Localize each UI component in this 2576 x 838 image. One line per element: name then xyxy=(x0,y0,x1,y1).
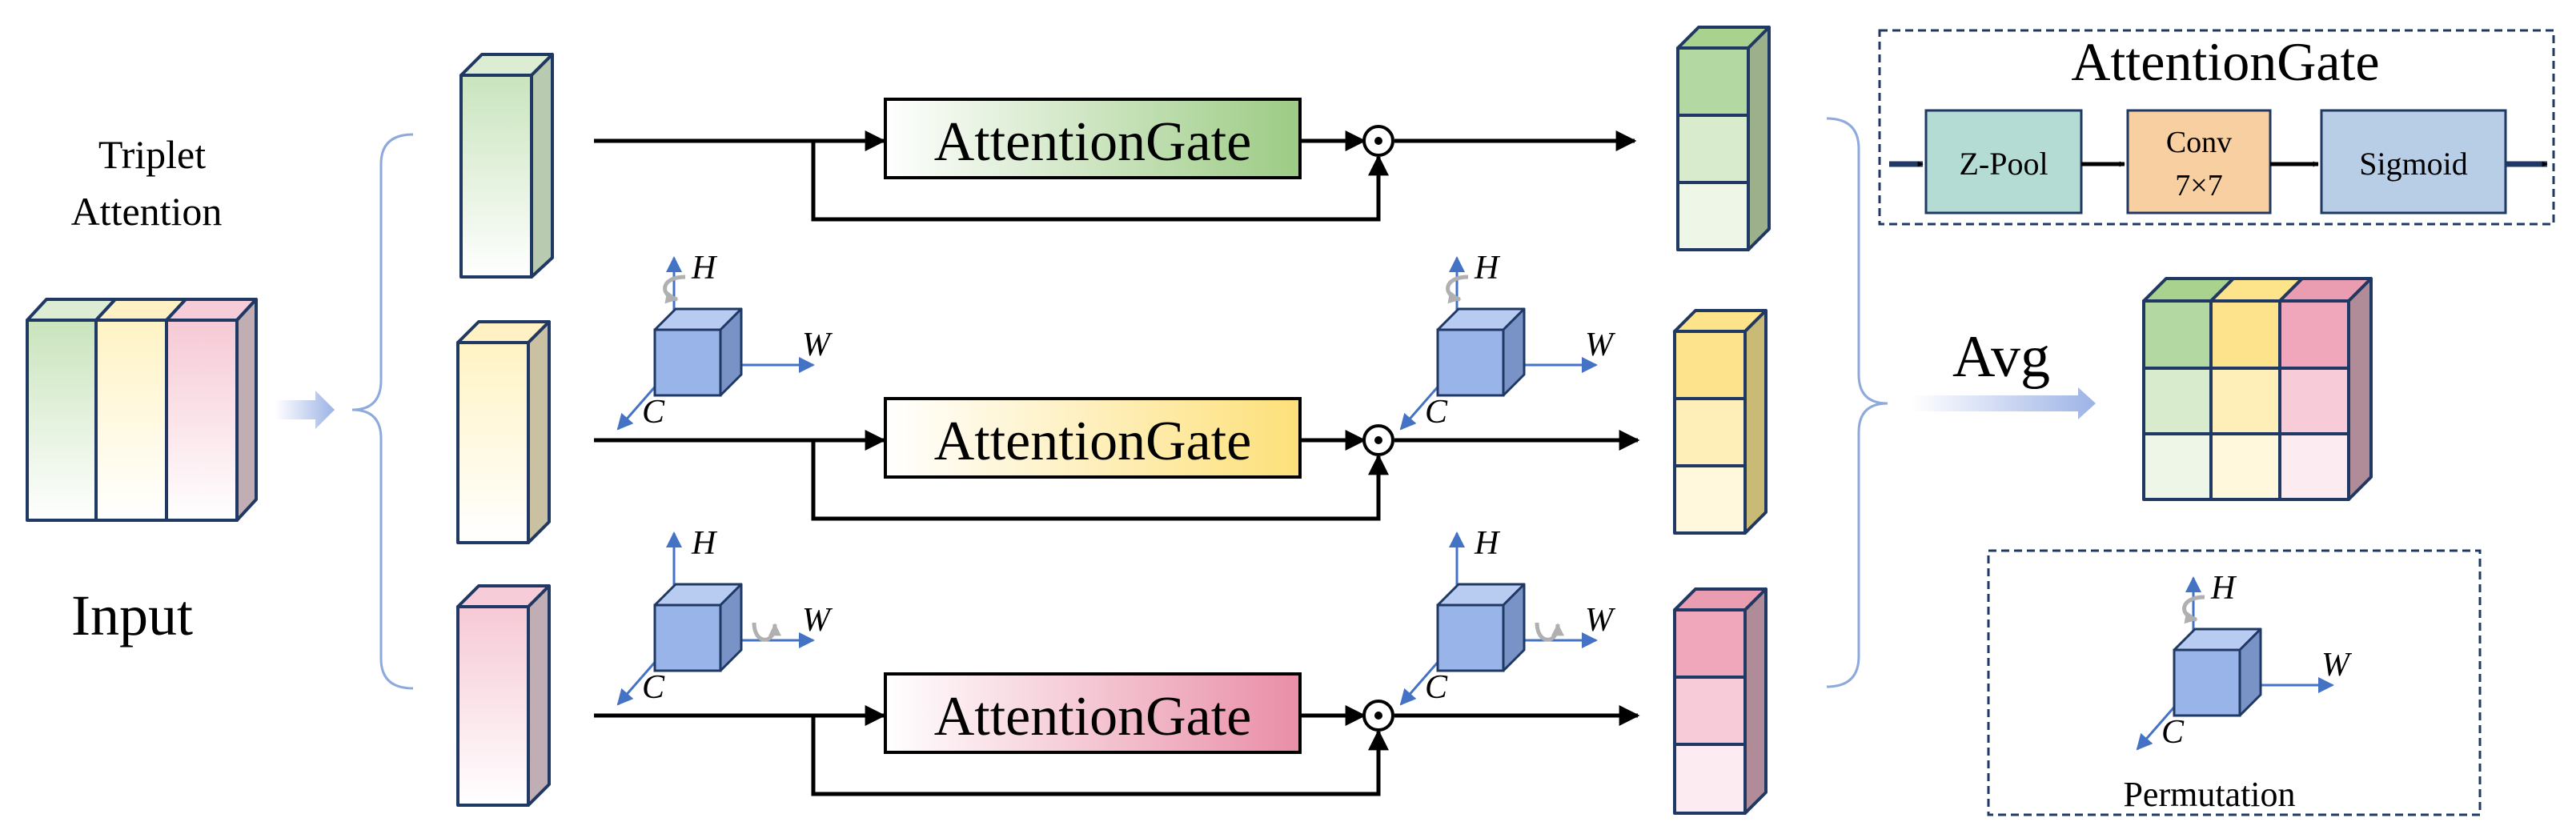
h-axis-label: H xyxy=(691,525,718,562)
h-axis-label: H xyxy=(2210,570,2237,607)
permutation-cubes: H W C H W C H W C H W C H W C xyxy=(616,250,2353,751)
sigmoid-block xyxy=(2320,109,2507,215)
input-tensor xyxy=(26,298,258,522)
rotation-icon xyxy=(752,622,781,642)
branch2-flow xyxy=(594,430,1640,521)
legend-cube: H W C xyxy=(2136,570,2353,751)
branch3-gate-label: AttentionGate xyxy=(934,686,1252,748)
branch2-gate-label: AttentionGate xyxy=(934,411,1252,472)
h-axis-label: H xyxy=(1474,250,1501,287)
branch2-input-tensor xyxy=(456,320,551,544)
branch3-attention-gate: AttentionGate xyxy=(884,672,1302,754)
branch1-output-tensor xyxy=(1676,26,1771,251)
averaged-output-tensor xyxy=(2142,277,2373,501)
w-axis-label: W xyxy=(1585,327,1616,363)
branch1-gate-label: AttentionGate xyxy=(934,111,1252,173)
c-axis-label: C xyxy=(1425,669,1448,706)
c-axis-label: C xyxy=(1425,394,1448,431)
rotation-icon xyxy=(2182,595,2205,624)
permutation-label: Permutation xyxy=(2123,775,2295,814)
branch3-output-tensor xyxy=(1673,587,1767,815)
h-axis-label: H xyxy=(691,250,718,287)
c-axis-label: C xyxy=(2161,714,2185,751)
multiply-icon-branch2 xyxy=(1362,424,1394,456)
w-axis-label: W xyxy=(1585,602,1616,639)
attention-gate-legend: AttentionGate Z-Pool Conv 7×7 Sigmoid xyxy=(1878,29,2555,226)
branch2-attention-gate: AttentionGate xyxy=(884,397,1302,479)
triplet-label-line1: Triplet xyxy=(98,132,206,177)
avg-arrow xyxy=(1912,387,2096,419)
w-axis-label: W xyxy=(802,327,833,363)
avg-label: Avg xyxy=(1952,324,2050,390)
branch1-flow xyxy=(594,130,1637,222)
permutation-legend: Permutation xyxy=(1987,549,2482,816)
c-axis-label: C xyxy=(642,394,665,431)
right-bracket xyxy=(1826,117,1888,688)
c-axis-label: C xyxy=(642,669,665,706)
input-label: Input xyxy=(71,583,193,648)
branch2-right-cube: H W C xyxy=(1399,250,1616,431)
branch1-attention-gate: AttentionGate xyxy=(884,98,1302,179)
branch1-input-tensor xyxy=(459,53,554,279)
branch3-input-tensor xyxy=(456,584,551,807)
input-arrow xyxy=(275,391,335,429)
sigmoid-label: Sigmoid xyxy=(2359,146,2468,182)
w-axis-label: W xyxy=(2321,647,2353,684)
left-bracket xyxy=(351,133,414,690)
w-axis-label: W xyxy=(802,602,833,639)
rotation-icon xyxy=(663,275,686,304)
conv-label-line2: 7×7 xyxy=(2175,169,2222,202)
conv-block xyxy=(2126,109,2272,215)
legend-title: AttentionGate xyxy=(2071,31,2379,92)
multiply-icon-branch3 xyxy=(1362,700,1394,732)
rotation-icon xyxy=(1446,275,1469,304)
branch3-right-cube: H W C xyxy=(1399,525,1616,706)
branch2-output-tensor xyxy=(1673,309,1767,535)
z-pool-label: Z-Pool xyxy=(1959,146,2048,182)
conv-label-line1: Conv xyxy=(2166,126,2232,159)
branch3-flow xyxy=(594,705,1640,796)
z-pool-block xyxy=(1924,109,2083,215)
h-axis-label: H xyxy=(1474,525,1501,562)
triplet-label-line2: Attention xyxy=(71,189,223,234)
branch3-left-cube: H W C xyxy=(616,525,833,706)
multiply-icon-branch1 xyxy=(1362,125,1394,157)
branch2-left-cube: H W C xyxy=(616,250,833,431)
rotation-icon xyxy=(1535,622,1564,642)
